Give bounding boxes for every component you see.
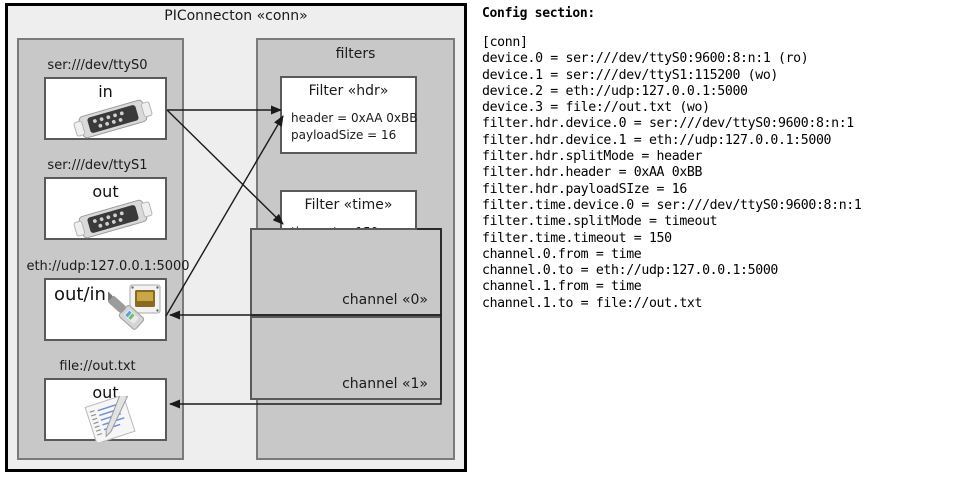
device-direction-label: out/in	[54, 284, 106, 305]
serial-port-icon	[73, 199, 153, 239]
device-direction-label: out	[92, 383, 119, 402]
filters-group-title: filters	[335, 46, 376, 62]
device-caption-eth: eth://udp:127.0.0.1:5000	[26, 259, 190, 274]
channel-label: channel «1»	[342, 376, 428, 392]
filter-box-hdr[interactable]: Filter «hdr» header = 0xAA 0xBB payloadS…	[280, 76, 417, 154]
channel-box-1[interactable]: channel «1»	[250, 316, 442, 400]
config-panel: Config section: [conn] device.0 = ser://…	[482, 6, 960, 312]
device-caption-ttyS1: ser:///dev/ttyS1	[47, 158, 148, 173]
serial-port-icon	[73, 99, 153, 139]
filter-properties: header = 0xAA 0xBB payloadSize = 16	[291, 111, 418, 142]
device-box-eth[interactable]: out/in	[44, 278, 167, 341]
device-direction-label: in	[98, 82, 113, 101]
config-text[interactable]: [conn] device.0 = ser:///dev/ttyS0:9600:…	[482, 35, 862, 311]
device-caption-ttyS0: ser:///dev/ttyS0	[47, 58, 148, 73]
device-direction-label: out	[92, 182, 119, 201]
filter-title: Filter «time»	[304, 197, 393, 213]
channel-box-0[interactable]: channel «0»	[250, 228, 442, 316]
config-heading: Config section:	[482, 6, 595, 21]
channel-label: channel «0»	[342, 292, 428, 308]
device-box-ttyS0[interactable]: in	[44, 77, 167, 140]
device-box-file[interactable]: out	[44, 378, 167, 442]
text-file-icon	[84, 396, 136, 442]
page-title: PIConnecton «conn»	[164, 8, 308, 24]
ethernet-plug-icon	[108, 284, 161, 330]
filter-title: Filter «hdr»	[308, 83, 389, 99]
device-caption-file: file://out.txt	[59, 359, 136, 374]
device-box-ttyS1[interactable]: out	[44, 177, 167, 240]
